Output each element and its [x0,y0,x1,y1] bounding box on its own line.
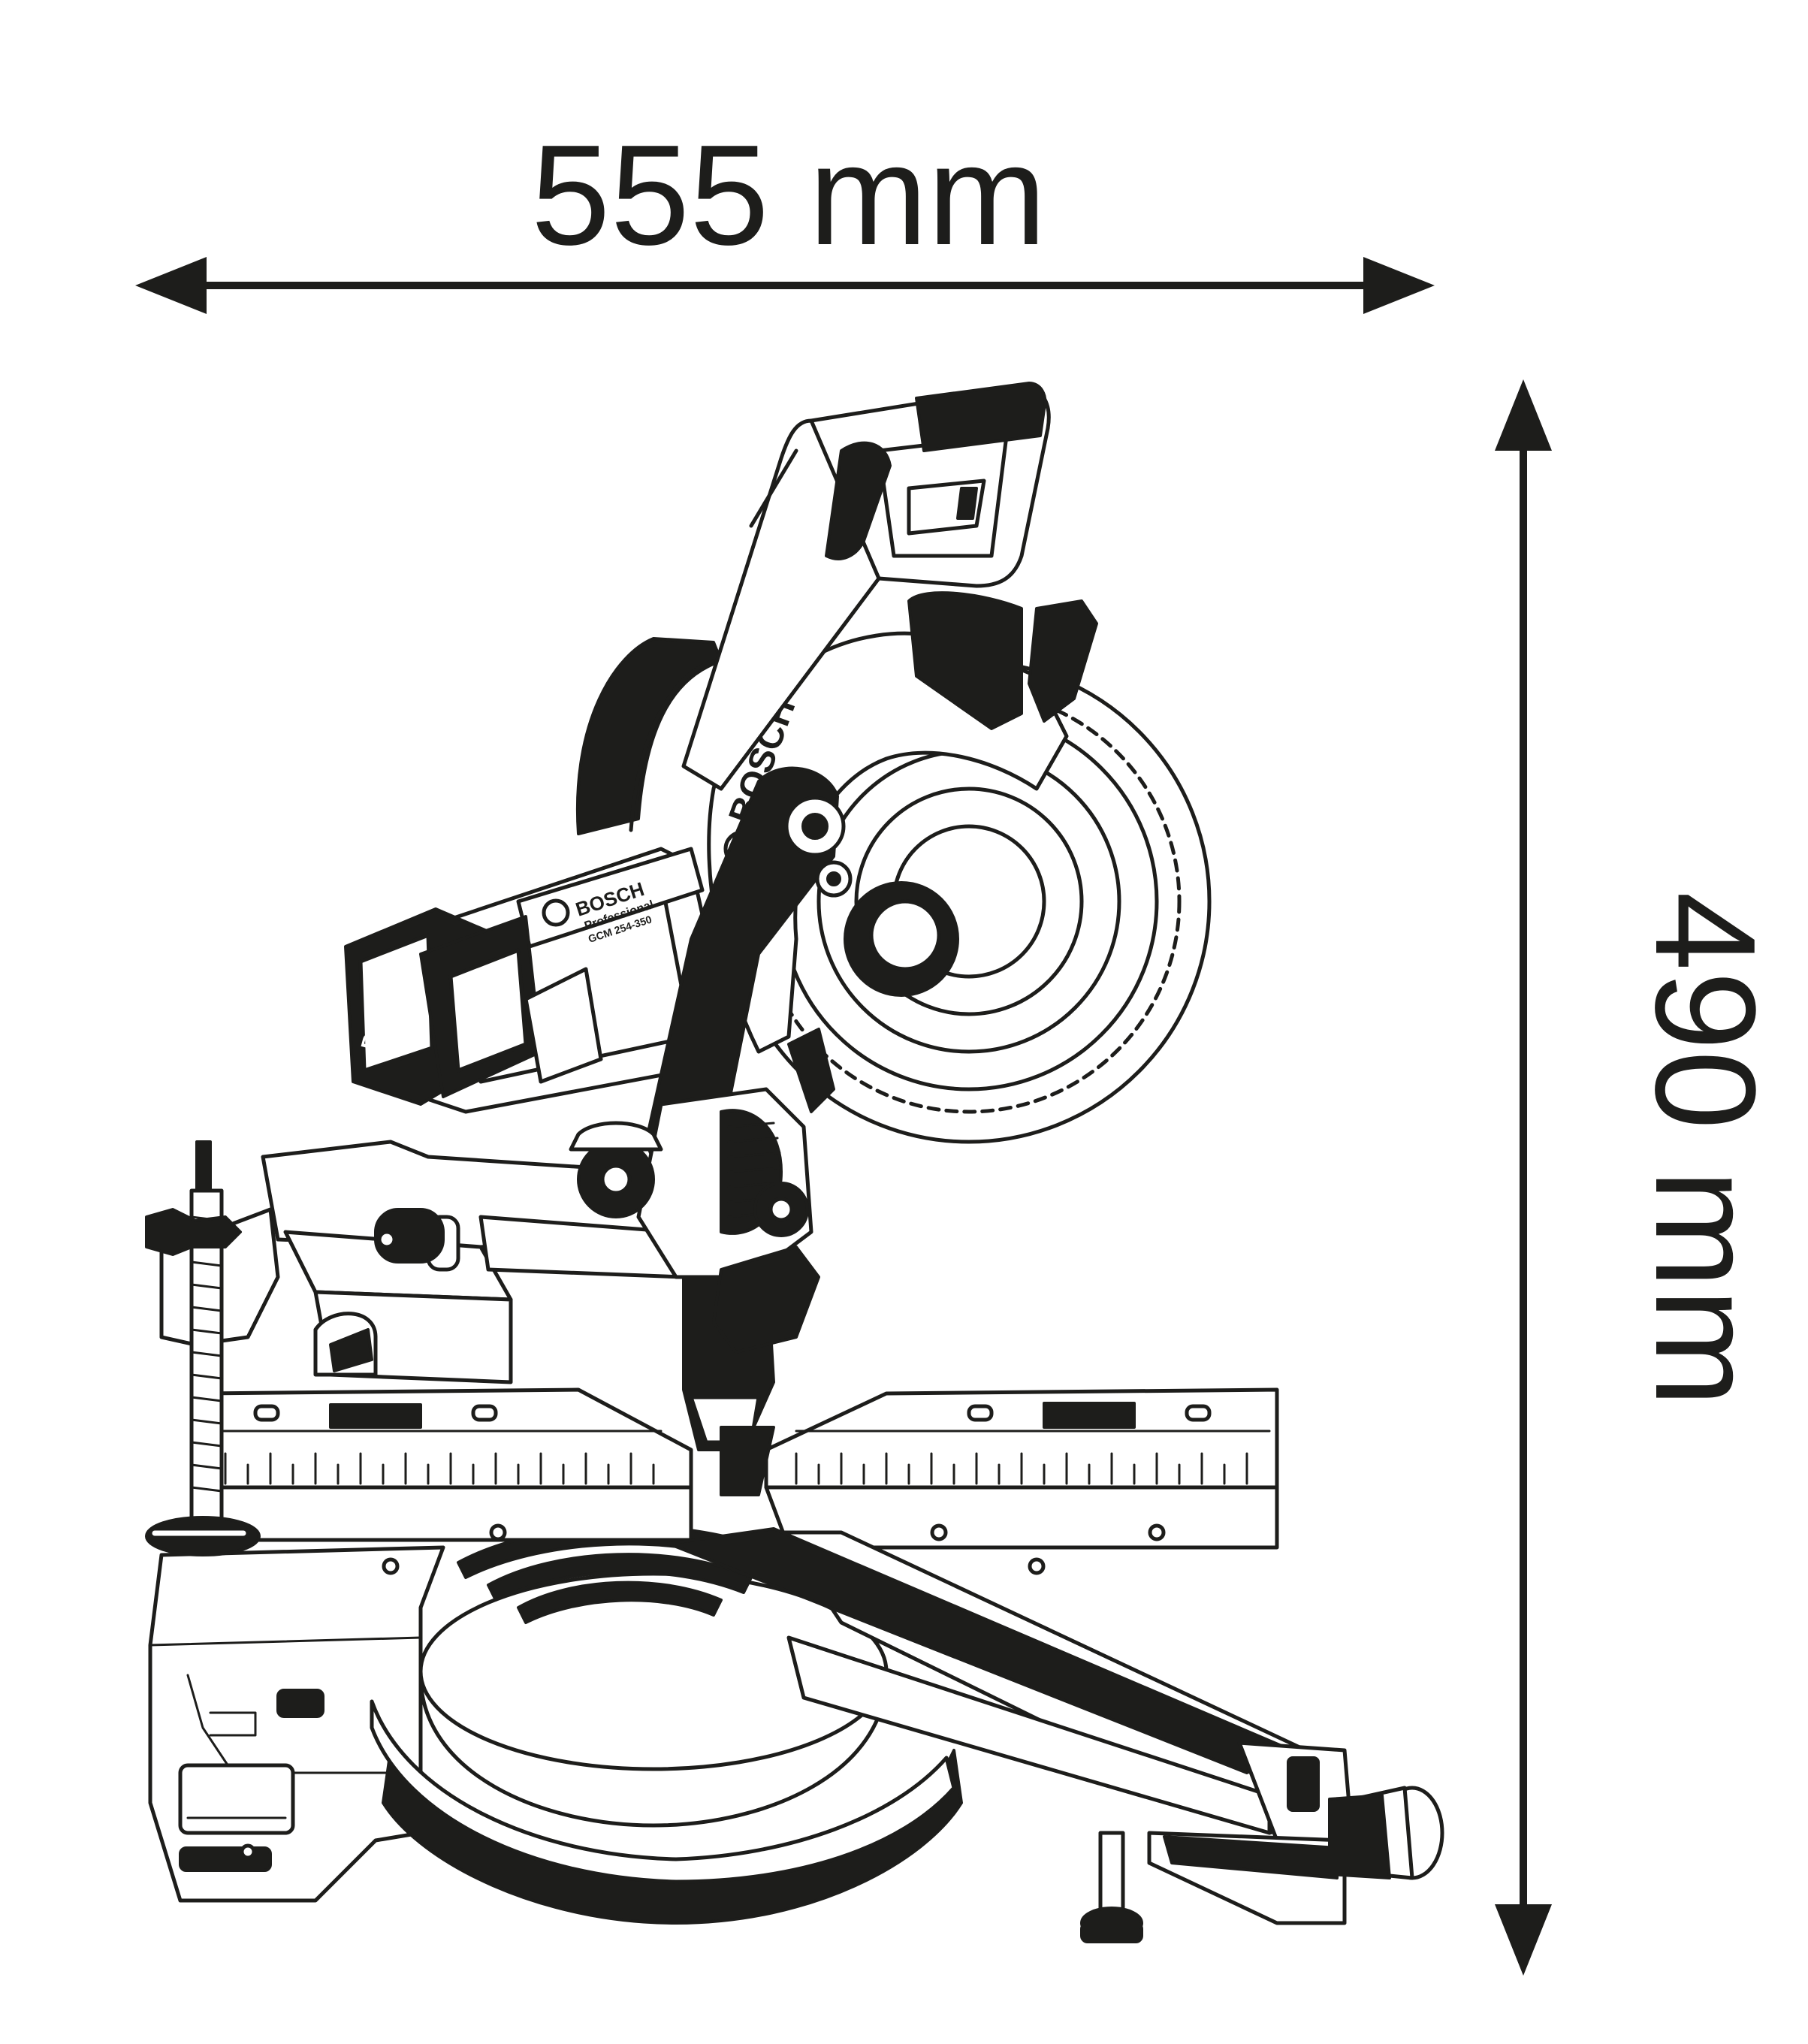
slide-rails [261,1140,686,1384]
work-clamp [145,1140,280,1556]
tilt-mechanism [569,1028,835,1354]
carry-handle [575,637,723,835]
main-lever [644,766,853,1212]
height-dimension: 490 mm [1495,379,1785,1976]
height-arrow-top [1495,379,1552,451]
width-dimension: 555 mm [135,116,1435,314]
motor-and-battery: BOSCH Professional GCM 254-350 BOSCH [344,847,723,1114]
height-label: 490 mm [1625,892,1785,1407]
miter-saw-illustration: BOSCH Professional GCM 254-350 BOSCH [145,382,1444,1943]
extension-arm [667,1527,1444,1943]
base-housing [148,1545,445,1903]
operating-handle [681,382,1051,791]
width-arrow-left [135,257,207,314]
width-label: 555 mm [531,116,1046,275]
height-arrow-bottom [1495,1904,1552,1976]
fence [201,1387,1279,1575]
width-arrow-right [1363,257,1435,314]
